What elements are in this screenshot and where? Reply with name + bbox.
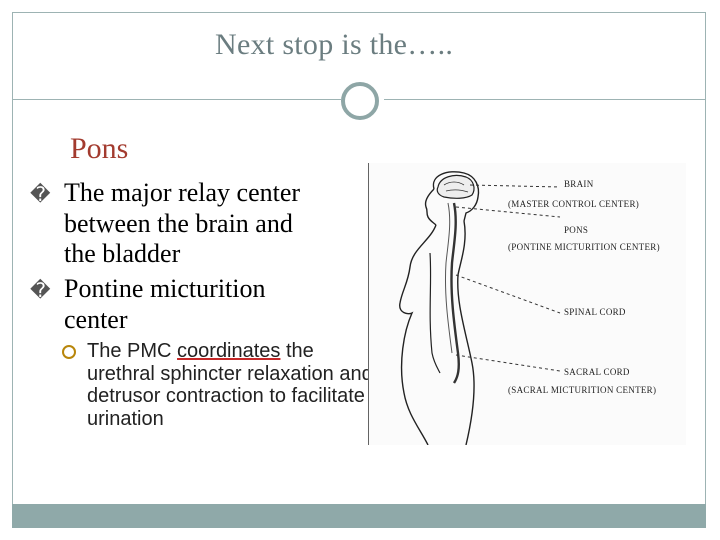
label-spinal-cord: SPINAL CORD <box>564 307 626 317</box>
title-rule-right <box>384 99 706 100</box>
bullet-line: the bladder <box>64 239 181 268</box>
bullet-line: between the brain and <box>64 209 293 238</box>
title-rule-left <box>13 99 341 100</box>
label-sacral-sub: (SACRAL MICTURITION CENTER) <box>508 385 657 395</box>
label-brain-sub: (MASTER CONTROL CENTER) <box>508 199 640 209</box>
slide-subtitle: Pons <box>70 132 129 165</box>
footer-bar <box>12 504 706 528</box>
bullet-line: center <box>64 305 128 334</box>
body-silhouette-drawing <box>367 163 561 446</box>
label-sacral-cord: SACRAL CORD <box>564 367 630 377</box>
bullet-line: The major relay center <box>64 178 301 207</box>
label-brain: BRAIN <box>564 179 594 189</box>
bullet-pontine-center: � Pontine micturition center <box>30 274 370 335</box>
sub-bullet-suffix: the urethral sphincter relaxation and de… <box>87 340 373 430</box>
coordinates-link[interactable]: coordinates <box>177 340 281 362</box>
sub-bullet-pmc: The PMC coordinates the urethral sphinct… <box>62 340 382 430</box>
label-pons: PONS <box>564 225 589 235</box>
bullet-relay-center: � The major relay center between the brai… <box>30 178 370 269</box>
title-circle-ornament <box>341 82 379 120</box>
bullet-line: Pontine micturition <box>64 274 266 303</box>
bullet-glyph: � <box>30 278 51 302</box>
bullet-glyph: � <box>30 182 51 206</box>
body-diagram: BRAIN (MASTER CONTROL CENTER) PONS (PONT… <box>367 163 686 446</box>
slide-title: Next stop is the….. <box>215 28 454 61</box>
sub-bullet-prefix: The PMC <box>87 340 178 362</box>
sub-bullet-text: The PMC coordinates the urethral sphinct… <box>62 340 382 430</box>
ring-bullet-icon <box>62 345 76 359</box>
label-pons-sub: (PONTINE MICTURITION CENTER) <box>508 242 660 252</box>
